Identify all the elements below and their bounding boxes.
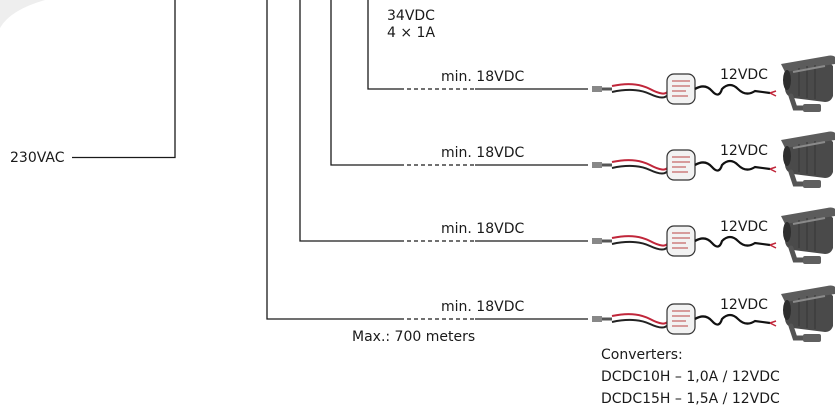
output-voltage-label: 12VDC bbox=[720, 143, 768, 159]
branch-4: min. 18VDC 12VDC bbox=[266, 0, 835, 343]
dc-dc-converter bbox=[592, 303, 777, 335]
output-voltage-label: 12VDC bbox=[720, 67, 768, 83]
corner-shadow bbox=[0, 0, 45, 28]
branch-wire bbox=[367, 0, 400, 90]
branch-wire bbox=[330, 0, 400, 166]
dc-dc-converter bbox=[592, 149, 777, 181]
dc-dc-converter bbox=[592, 73, 777, 105]
converters-heading: Converters: bbox=[601, 347, 683, 363]
output-voltage-label: 12VDC bbox=[720, 219, 768, 235]
supply-voltage-label: 34VDC bbox=[387, 8, 435, 24]
mains-feed-wire bbox=[72, 0, 176, 159]
camera bbox=[781, 208, 835, 265]
branch-wire bbox=[299, 0, 400, 242]
branch-2: min. 18VDC 12VDC bbox=[330, 0, 835, 189]
camera bbox=[781, 132, 835, 189]
branch-3: min. 18VDC 12VDC bbox=[299, 0, 835, 265]
camera bbox=[781, 56, 835, 113]
source-voltage-label: 230VAC bbox=[10, 150, 65, 166]
output-voltage-label: 12VDC bbox=[720, 297, 768, 313]
min-voltage-label: min. 18VDC bbox=[441, 69, 524, 85]
max-distance-label: Max.: 700 meters bbox=[352, 329, 475, 345]
min-voltage-label: min. 18VDC bbox=[441, 221, 524, 237]
min-voltage-label: min. 18VDC bbox=[441, 145, 524, 161]
camera bbox=[781, 286, 835, 343]
converter-model-1: DCDC10H – 1,0A / 12VDC bbox=[601, 369, 780, 385]
dc-dc-converter bbox=[592, 225, 777, 257]
min-voltage-label: min. 18VDC bbox=[441, 299, 524, 315]
supply-outputs-label: 4 × 1A bbox=[387, 25, 435, 41]
branch-wire bbox=[266, 0, 400, 320]
branch-1: min. 18VDC 12VDC bbox=[367, 0, 835, 113]
converter-model-2: DCDC15H – 1,5A / 12VDC bbox=[601, 391, 780, 407]
